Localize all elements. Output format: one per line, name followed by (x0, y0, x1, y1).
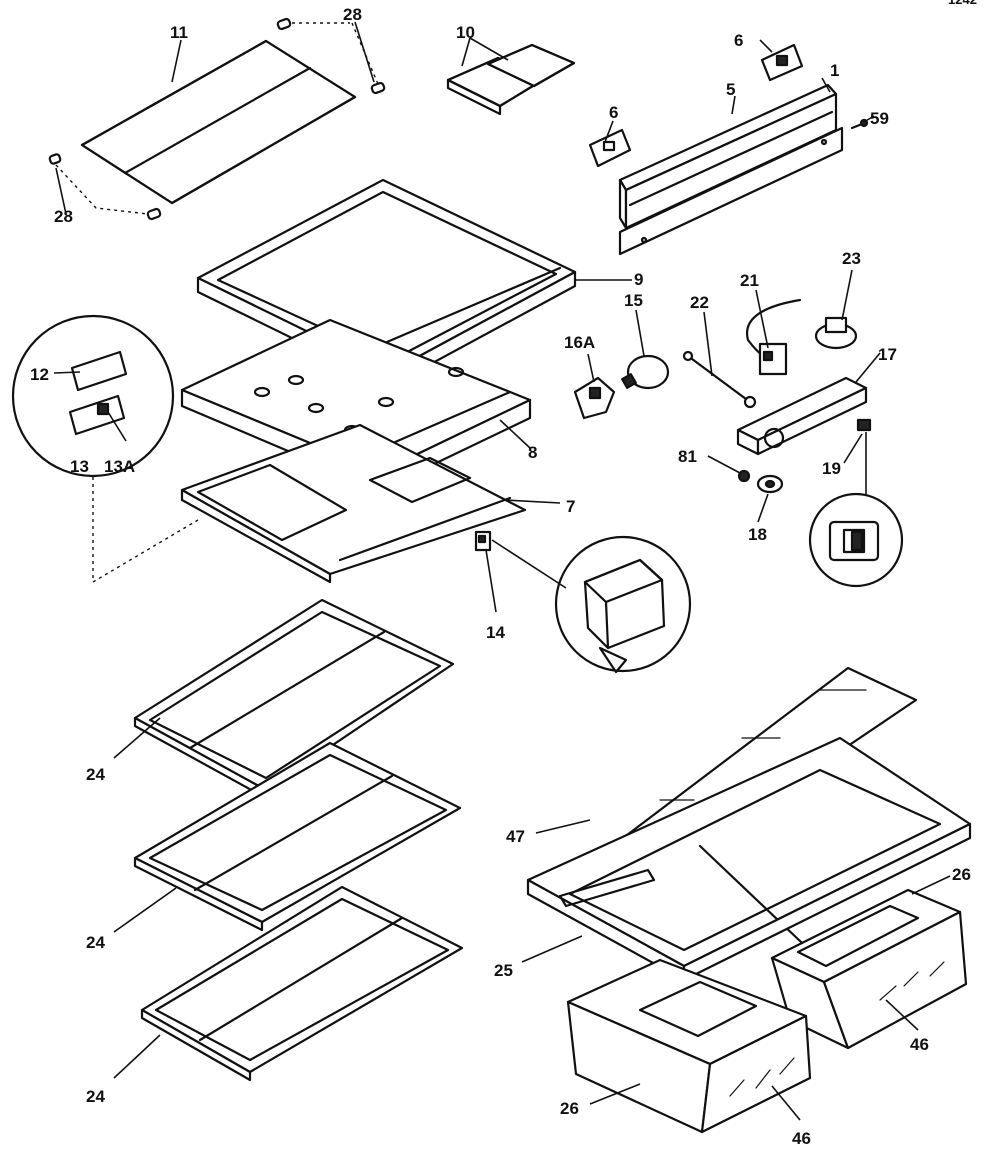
callout-19: 19 (822, 459, 841, 478)
callout-24-middle: 24 (86, 933, 105, 952)
bracket-6-lower (588, 128, 632, 168)
callout-16a: 16A (564, 333, 595, 352)
callout-12: 12 (30, 365, 49, 384)
callout-46-left: 46 (792, 1129, 811, 1148)
callout-17: 17 (878, 345, 897, 364)
light-switch-19 (856, 418, 872, 432)
callout-13a: 13A (104, 457, 135, 476)
trim-strip-1 (618, 126, 844, 256)
callout-13: 13 (70, 457, 89, 476)
crisper-frame-25 (526, 736, 972, 982)
shelf-end-cap-28 (48, 17, 386, 221)
switch-21 (745, 298, 802, 376)
callout-23: 23 (842, 249, 861, 268)
callout-9: 9 (634, 270, 643, 289)
callout-21: 21 (740, 271, 759, 290)
ice-cube-tray-10 (446, 43, 576, 116)
callout-6-lower: 6 (609, 103, 618, 122)
callout-10: 10 (456, 23, 475, 42)
callout-25: 25 (494, 961, 513, 980)
callout-18: 18 (748, 525, 767, 544)
damper-control-14 (474, 530, 492, 552)
callout-26-right: 26 (952, 865, 971, 884)
callout-24-bottom: 24 (86, 1087, 105, 1106)
callout-1: 1 (830, 61, 839, 80)
callout-11: 11 (170, 23, 188, 42)
callout-15: 15 (624, 291, 643, 310)
diagram-code: 1242 (948, 0, 977, 7)
crisper-drawer-26-left (566, 958, 812, 1134)
detail-circle-14 (554, 535, 692, 674)
callout-28-left: 28 (54, 207, 73, 226)
callout-5: 5 (726, 80, 735, 99)
callout-26-left: 26 (560, 1099, 579, 1118)
bracket-6-upper (760, 43, 804, 82)
light-socket-16a (573, 376, 616, 420)
shelf-24-bottom (140, 885, 464, 1082)
callout-24-top: 24 (86, 765, 105, 784)
light-bulb-15 (621, 354, 670, 390)
control-panel-7 (180, 423, 527, 584)
callout-6-upper: 6 (734, 31, 743, 50)
shelf-24-middle (133, 741, 462, 932)
callout-14: 14 (486, 623, 505, 642)
callout-8: 8 (528, 443, 537, 462)
callout-7: 7 (566, 497, 575, 516)
callout-46-right: 46 (910, 1035, 929, 1054)
callout-81: 81 (678, 447, 697, 466)
control-housing-17 (736, 376, 868, 456)
callout-47: 47 (506, 827, 525, 846)
callout-22: 22 (690, 293, 709, 312)
thermostat-23 (814, 316, 858, 350)
crisper-drawer-26-right (770, 888, 968, 1050)
wire-shelf-11 (80, 39, 357, 205)
knob-18 (756, 474, 784, 494)
screw-81 (737, 469, 751, 483)
callout-59: 59 (870, 109, 889, 128)
detail-circle-12-13 (11, 314, 175, 478)
light-shield-5 (618, 83, 838, 230)
shaft-22 (682, 350, 757, 409)
detail-circle-19 (808, 492, 904, 588)
callout-28-top: 28 (343, 5, 362, 24)
